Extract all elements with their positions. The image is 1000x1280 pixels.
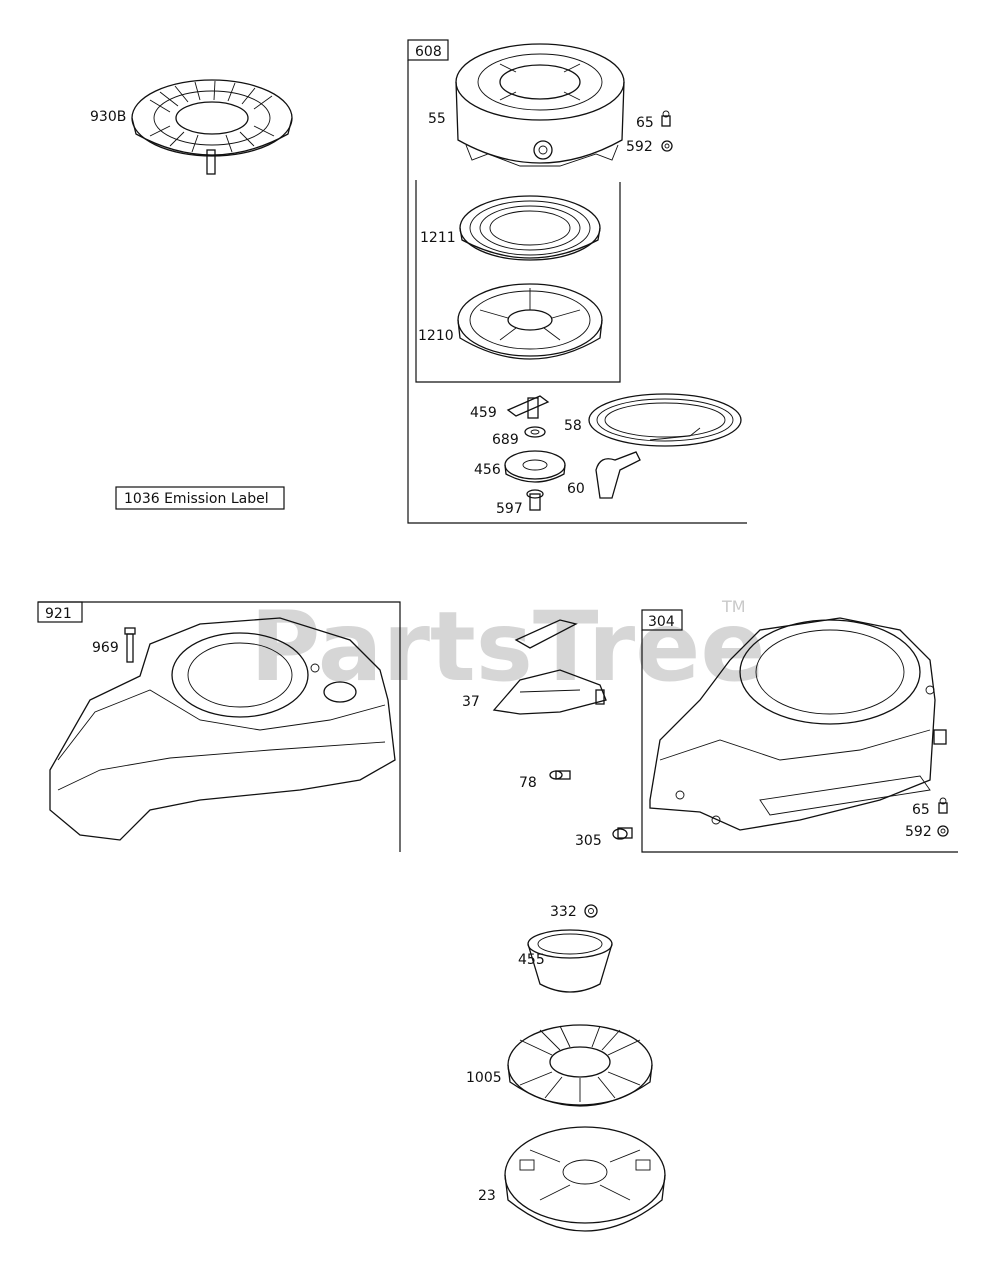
part-65-bolt[interactable] — [661, 110, 671, 127]
label-55: 55 — [428, 111, 446, 127]
label-455: 455 — [518, 952, 545, 968]
label-597: 597 — [496, 501, 523, 517]
part-921-blower-housing[interactable] — [49, 617, 396, 841]
emission-label-box[interactable]: 1036 Emission Label — [115, 486, 285, 510]
label-689: 689 — [492, 432, 519, 448]
label-60: 60 — [567, 481, 585, 497]
label-23: 23 — [478, 1188, 496, 1204]
part-689-washer[interactable] — [524, 426, 546, 438]
emission-label-text: 1036 Emission Label — [124, 491, 269, 507]
svg-text:304: 304 — [648, 614, 675, 630]
label-1211: 1211 — [420, 230, 456, 246]
label-65-lower: 65 — [912, 802, 930, 818]
label-332: 332 — [550, 904, 577, 920]
box-304-number[interactable]: 304 — [641, 609, 683, 631]
part-1211-rewind-spring[interactable] — [459, 195, 601, 261]
part-455-cup[interactable] — [527, 929, 613, 993]
part-456-ratchet[interactable] — [504, 450, 566, 483]
box-921-number[interactable]: 921 — [37, 601, 83, 623]
label-456: 456 — [474, 462, 501, 478]
part-37-air-guide[interactable] — [492, 619, 607, 715]
part-58-starter-rope[interactable] — [588, 393, 742, 447]
part-1005-fan[interactable] — [507, 1024, 653, 1107]
box-608-number[interactable]: 608 — [407, 39, 449, 61]
part-1210-pulley[interactable] — [457, 283, 603, 360]
part-969-bolt[interactable] — [124, 627, 136, 663]
svg-text:921: 921 — [45, 606, 72, 622]
svg-text:608: 608 — [415, 44, 442, 60]
label-58: 58 — [564, 418, 582, 434]
part-78-screw[interactable] — [549, 770, 571, 780]
part-23-flywheel[interactable] — [504, 1126, 666, 1232]
part-459-pawl[interactable] — [506, 395, 550, 419]
part-597-screw[interactable] — [526, 489, 544, 511]
label-592-lower: 592 — [905, 824, 932, 840]
label-78: 78 — [519, 775, 537, 791]
label-930b: 930B — [90, 109, 126, 125]
box-921-frame — [38, 601, 401, 852]
watermark-tm: TM — [721, 597, 746, 616]
part-592-nut-lower[interactable] — [937, 825, 949, 837]
part-305-screw[interactable] — [612, 827, 633, 840]
box-608-frame — [407, 60, 747, 524]
label-37: 37 — [462, 694, 480, 710]
part-592-nut[interactable] — [661, 140, 673, 152]
label-592-top: 592 — [626, 139, 653, 155]
part-930b-rotating-screen[interactable] — [131, 79, 293, 175]
box-304-frame — [641, 630, 958, 853]
label-305: 305 — [575, 833, 602, 849]
label-1210: 1210 — [418, 328, 454, 344]
part-65-bolt-lower[interactable] — [938, 797, 948, 814]
part-332-nut[interactable] — [584, 904, 598, 918]
part-55-starter-housing[interactable] — [455, 43, 625, 167]
part-304-blower-housing[interactable] — [649, 617, 947, 831]
label-459: 459 — [470, 405, 497, 421]
part-60-starter-handle[interactable] — [595, 451, 641, 499]
label-1005: 1005 — [466, 1070, 502, 1086]
label-969: 969 — [92, 640, 119, 656]
label-65-top: 65 — [636, 115, 654, 131]
